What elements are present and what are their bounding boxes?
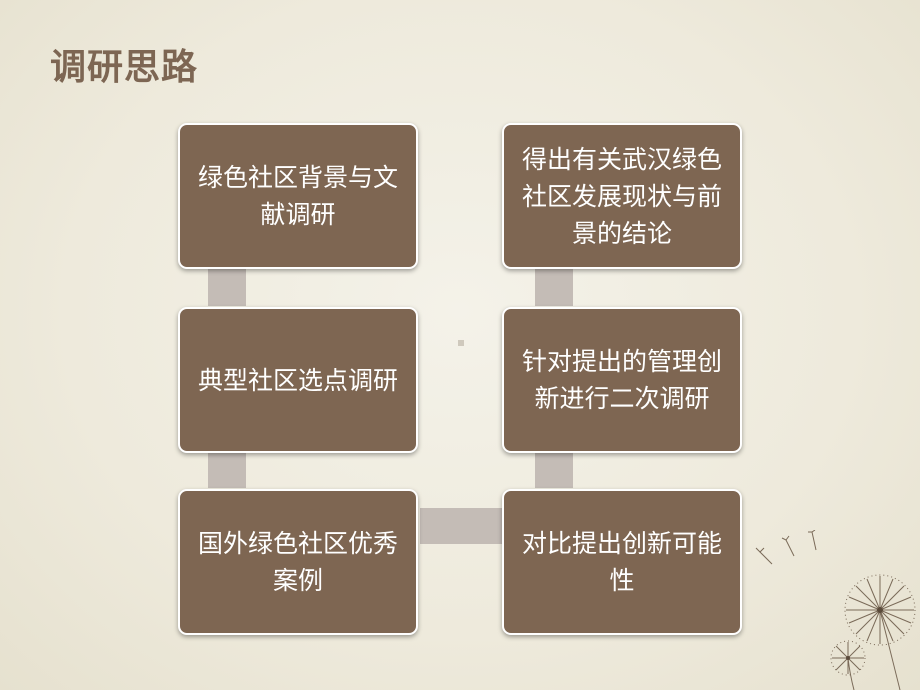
flow-box-background-research: 绿色社区背景与文献调研	[178, 123, 418, 269]
flow-box-foreign-cases: 国外绿色社区优秀案例	[178, 489, 418, 635]
dandelion-illustration	[755, 530, 916, 690]
flow-box-site-selection: 典型社区选点调研	[178, 307, 418, 453]
connector-3-4	[420, 508, 502, 544]
flow-box-conclusion: 得出有关武汉绿色社区发展现状与前景的结论	[502, 123, 742, 269]
page-title: 调研思路	[50, 47, 199, 88]
connector-1-2	[208, 268, 246, 306]
connector-5-6	[535, 268, 573, 306]
flow-box-second-research: 针对提出的管理创新进行二次调研	[502, 307, 742, 453]
connector-2-3	[208, 452, 246, 488]
flow-box-innovation-feasibility: 对比提出创新可能性	[502, 489, 742, 635]
center-dot	[458, 340, 464, 346]
connector-4-5	[535, 452, 573, 488]
